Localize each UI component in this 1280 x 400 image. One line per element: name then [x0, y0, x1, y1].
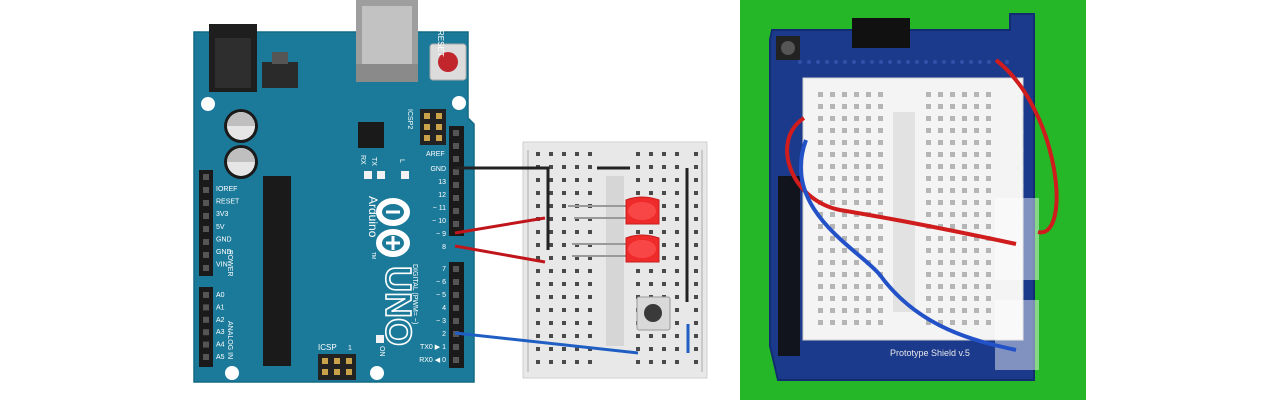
tx-label: TX	[370, 157, 377, 166]
on-led	[376, 335, 384, 343]
analog-pin-label: A2	[216, 317, 225, 324]
brand-label: Arduino	[366, 196, 380, 238]
digital-pin-label: ~ 5	[436, 292, 446, 299]
icsp-pin1-label: 1	[348, 345, 352, 352]
atmega-chip	[263, 176, 291, 366]
digital-pin-label: 7	[442, 266, 446, 273]
led-2	[572, 234, 660, 263]
mount-hole	[201, 97, 215, 111]
digital-pin-label: ~ 3	[436, 318, 446, 325]
power-pin-label: GND	[216, 249, 232, 256]
power-group-label: POWER	[226, 250, 233, 276]
tx-led	[377, 171, 385, 179]
digital-pin-label: RX0 ◀ 0	[419, 357, 446, 364]
breadboard-channel	[606, 176, 624, 346]
mount-hole	[452, 96, 466, 110]
digital-pin-label: 12	[438, 192, 446, 199]
wire-pin8	[454, 244, 546, 264]
on-label: ON	[378, 346, 385, 357]
digital-group-label: DIGITAL (PWM= ~)	[411, 264, 418, 324]
highlight-button	[995, 300, 1039, 370]
arduino-logo-icon	[376, 198, 410, 257]
wire-gnd	[455, 166, 550, 250]
wire-pin9	[454, 216, 546, 235]
photo-wire-blue	[798, 139, 1017, 352]
shield-header	[852, 18, 910, 48]
wires	[454, 166, 690, 355]
icsp-header	[318, 354, 356, 380]
power-pin-label: 5V	[216, 224, 225, 231]
digital-header-upper	[449, 126, 464, 236]
mount-hole	[225, 366, 239, 380]
digital-pin-label: 13	[438, 179, 446, 186]
shield-left-header	[778, 176, 800, 356]
led-1	[568, 196, 660, 225]
tm-label: TM	[370, 252, 376, 259]
reset-icon	[438, 52, 458, 72]
mount-hole	[370, 366, 384, 380]
l-led	[401, 171, 409, 179]
digital-pin-label: ~ 6	[436, 279, 446, 286]
l-label: L	[398, 159, 405, 163]
photo-wire-red-1	[785, 116, 1017, 246]
capacitor	[224, 109, 258, 143]
digital-pin-label: 8	[442, 244, 446, 251]
icsp2-label: ICSP2	[406, 109, 413, 129]
power-pin-label: VIN	[216, 262, 228, 269]
shield-text: Prototype Shield v.5	[890, 348, 970, 358]
reset-label: RESET	[436, 30, 445, 57]
power-header	[199, 170, 213, 276]
analog-group-label: ANALOG IN	[226, 321, 233, 359]
highlight-leds	[995, 198, 1039, 280]
icsp2-header	[420, 109, 446, 145]
analog-header	[199, 287, 213, 367]
photo-wire-red-2	[994, 58, 1059, 235]
analog-pin-label: A5	[216, 354, 225, 361]
digital-pin-label: ~ 9	[436, 231, 446, 238]
digital-pin-label: 4	[442, 305, 446, 312]
digital-pin-label: GND	[430, 166, 446, 173]
power-pin-label: GND	[216, 236, 232, 243]
rx-led	[364, 171, 372, 179]
analog-pin-label: A3	[216, 329, 225, 336]
analog-pin-label: A1	[216, 304, 225, 311]
capacitor	[224, 145, 258, 179]
push-button	[636, 296, 671, 331]
usb-chip	[358, 122, 384, 148]
digital-pin-label: TX0 ▶ 1	[420, 344, 446, 351]
arduino-uno-board: RESET ICSP2 TX RX L	[193, 0, 475, 383]
rx-label: RX	[359, 155, 366, 165]
power-pin-label: IOREF	[216, 186, 237, 193]
digital-pin-label: 2	[442, 331, 446, 338]
model-label: UNO	[378, 266, 419, 346]
voltage-regulator	[262, 62, 298, 88]
power-pin-label: 3V3	[216, 211, 229, 218]
circuit-photo: Prototype Shield v.5	[740, 0, 1086, 400]
icsp-label: ICSP	[318, 343, 337, 352]
power-pin-label: RESET	[216, 199, 240, 206]
analog-pin-label: A4	[216, 342, 225, 349]
digital-pin-label: ~ 10	[432, 218, 446, 225]
wire-pin2	[454, 331, 639, 355]
digital-pin-label: ~ 11	[433, 205, 446, 212]
aref-label: AREF	[426, 151, 445, 158]
digital-header-lower	[449, 262, 464, 368]
breadboard	[522, 141, 708, 379]
analog-pin-label: A0	[216, 292, 225, 299]
